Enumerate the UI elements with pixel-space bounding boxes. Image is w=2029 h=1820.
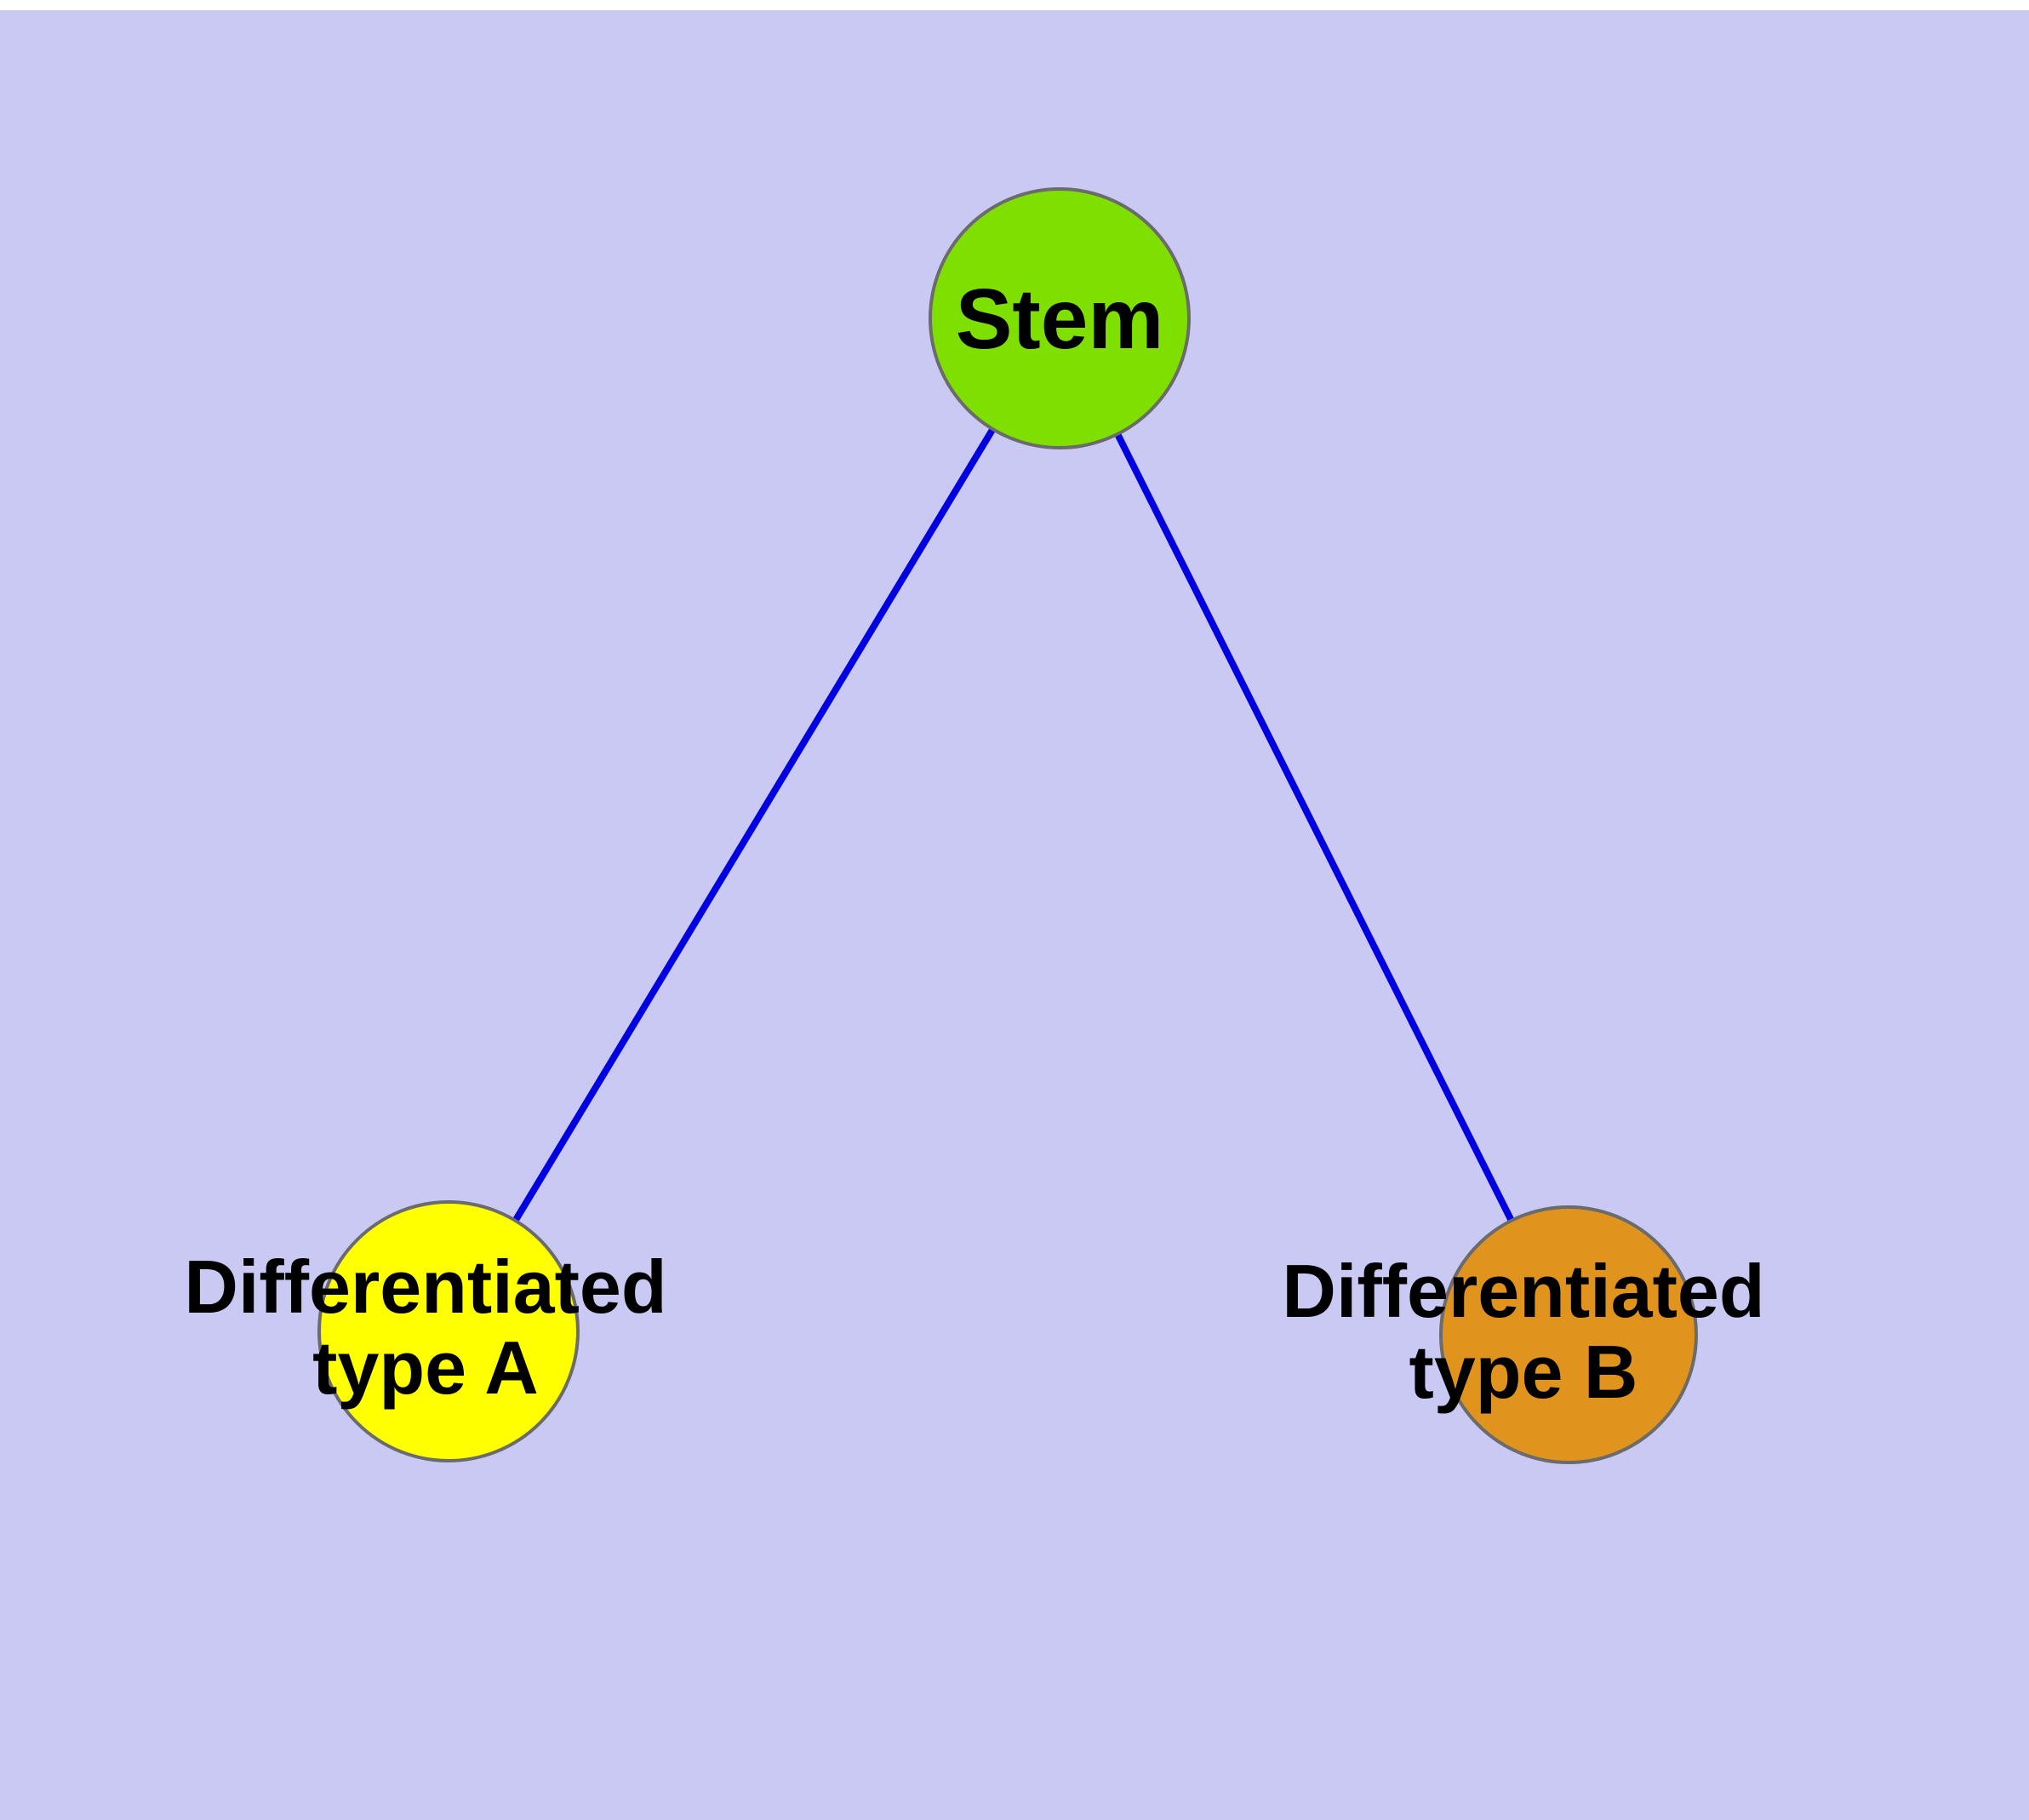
- node-differentiated-type-b: [1439, 1205, 1698, 1464]
- node-stem: [929, 187, 1191, 449]
- node-type-a-label-line1: Differentiated: [184, 1245, 666, 1329]
- node-type-a-label-line2: type A: [312, 1325, 539, 1410]
- node-type-b-label-line2: type B: [1409, 1330, 1638, 1414]
- edge-stem-to-type-a: [445, 316, 1063, 1334]
- node-type-b-label-line1: Differentiated: [1282, 1249, 1764, 1333]
- cell-differentiation-graph: Stem Differentiated type A Differentiate…: [0, 10, 2029, 1820]
- diagram-canvas: Stem Differentiated type A Differentiate…: [0, 10, 2029, 1820]
- edge-stem-to-type-b: [1056, 317, 1572, 1336]
- node-differentiated-type-a: [317, 1200, 580, 1462]
- node-stem-label: Stem: [956, 272, 1164, 367]
